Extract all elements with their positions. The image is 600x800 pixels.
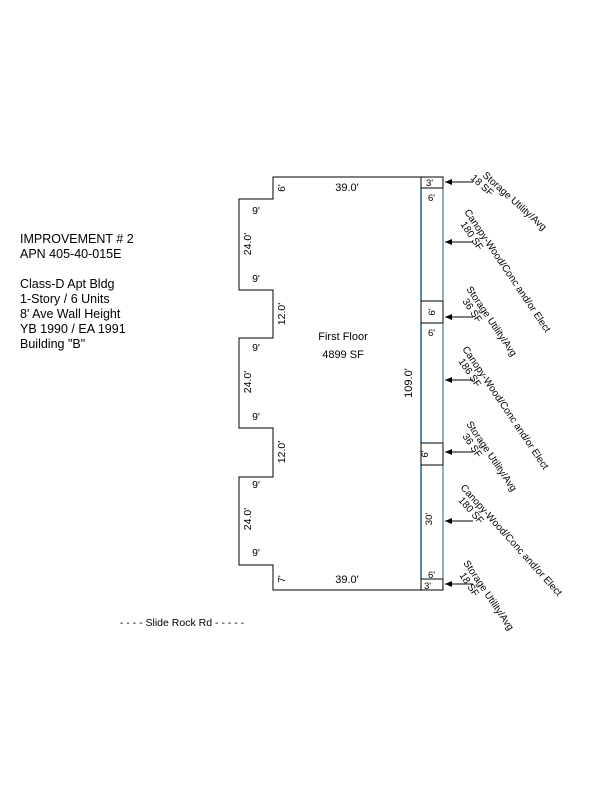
west-dim-label: 12.0' <box>276 441 288 463</box>
left-bottom-jog-label: 7' <box>277 575 288 583</box>
left-top-jog-label: 6' <box>277 184 288 192</box>
street-label: - - - - Slide Rock Rd - - - - - <box>120 617 245 629</box>
callout-name: Storage Utility/Avg <box>461 559 516 633</box>
west-dim-label: 24.0' <box>242 508 254 530</box>
improvement-number: IMPROVEMENT # 2 <box>20 232 134 246</box>
strip-label: 6' <box>428 193 435 204</box>
year-built: YB 1990 / EA 1991 <box>20 322 126 336</box>
west-dim-label: 9' <box>252 411 260 423</box>
building-class: Class-D Apt Bldg <box>20 277 115 291</box>
strip-label: 6' <box>427 308 438 315</box>
top-width-label: 39.0' <box>335 182 359 194</box>
strip-label: 6' <box>428 328 435 339</box>
callout-name: Storage Utility/Avg <box>480 170 548 233</box>
building-info: IMPROVEMENT # 2 APN 405-40-015E Class-D … <box>20 232 134 352</box>
floor-area: 4899 SF <box>322 349 364 361</box>
west-dim-label: 12.0' <box>276 303 288 325</box>
building-outline <box>238 176 422 591</box>
strip-label: 3' <box>424 581 431 592</box>
west-dim-label: 24.0' <box>242 233 254 255</box>
west-dim-label: 24.0' <box>242 371 254 393</box>
west-dim-label: 9' <box>252 342 260 354</box>
west-dim-label: 9' <box>252 479 260 491</box>
west-dim-label: 9' <box>252 205 260 217</box>
strip-label: 3' <box>426 178 433 189</box>
building-label: Building "B" <box>20 337 86 351</box>
west-dim-label: 9' <box>252 547 260 559</box>
bottom-width-label: 39.0' <box>335 574 359 586</box>
strip-label: 6' <box>428 570 435 581</box>
apn: APN 405-40-015E <box>20 247 122 261</box>
wall-height: 8' Ave Wall Height <box>20 307 121 321</box>
floor-name: First Floor <box>318 331 368 343</box>
strip-label: 30' <box>424 513 435 526</box>
right-length-label: 109.0' <box>403 368 415 398</box>
story-units: 1-Story / 6 Units <box>20 292 110 306</box>
east-strip <box>420 176 444 591</box>
callout-name: Storage Utility/Avg <box>464 420 519 494</box>
strip-label: 6' <box>420 450 431 457</box>
west-dim-label: 9' <box>252 273 260 285</box>
